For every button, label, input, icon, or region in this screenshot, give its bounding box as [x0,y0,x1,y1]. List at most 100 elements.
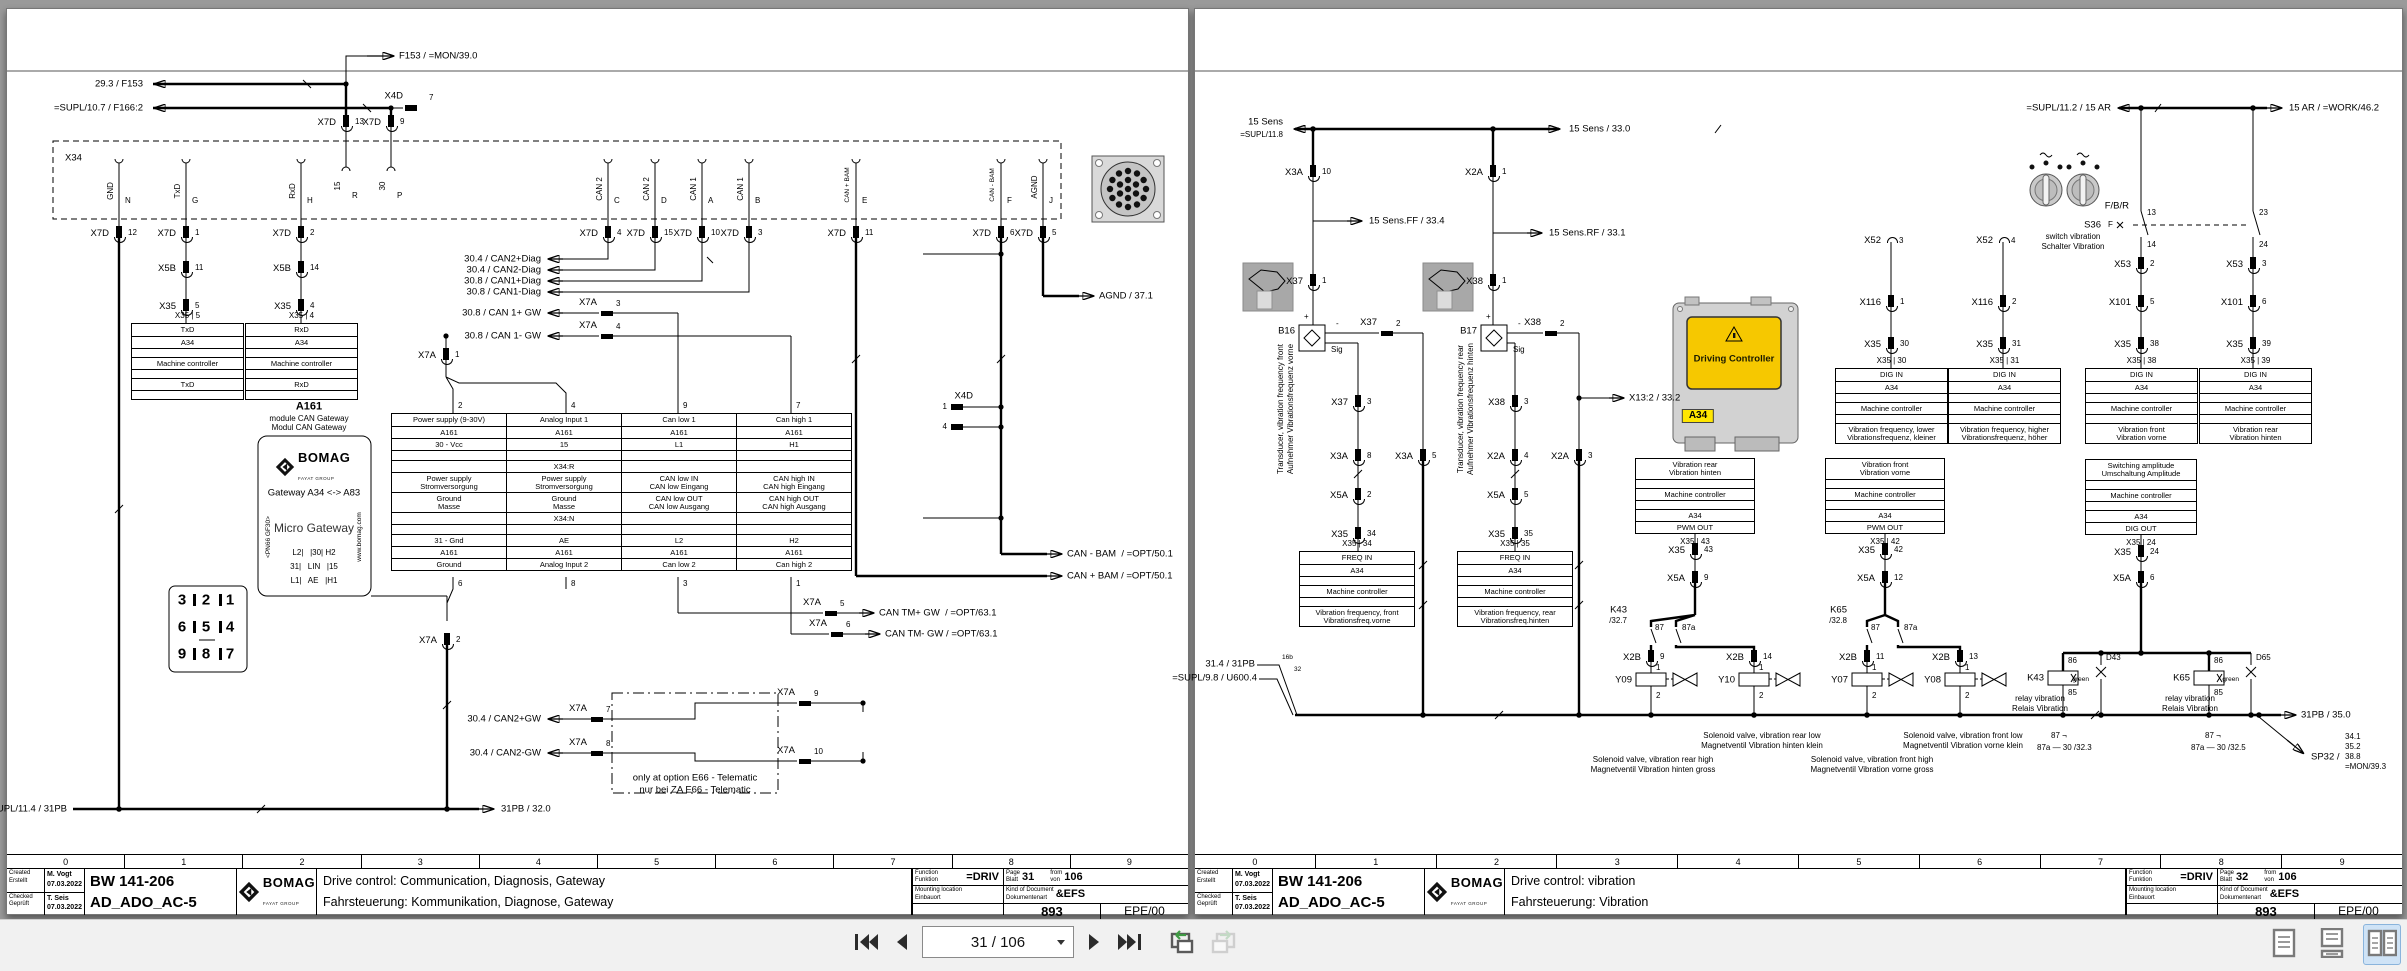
signal-table-header: X35 | 4 [288,311,315,320]
schematic-label: B16 [1278,325,1295,337]
signal-table-row [622,450,736,460]
single-page-icon [2272,928,2296,958]
signal-table-row: 15 [507,438,621,450]
schematic-label: A [708,196,714,205]
schematic-label: 23 [2259,208,2268,217]
pin-label: 4 [2011,236,2016,245]
single-page-layout-button[interactable] [2267,924,2301,965]
pin-symbol-icon [1545,331,1557,336]
signal-table-row [2200,414,2311,423]
schematic-label: Driving Controller [1693,353,1775,365]
pin-symbol-icon [601,334,613,339]
pin-label: X7D [90,228,109,239]
pin-label: X5B [158,263,176,274]
signal-table-row: L1 [622,438,736,450]
previous-page-button[interactable] [892,930,912,954]
schematic-label: 31| LIN |15 [290,562,338,571]
grid-column-number: 3 [1557,855,1679,868]
schematic-label: G [192,196,199,205]
schematic-label: CAN TM+ GW / =OPT/63.1 [879,607,997,619]
signal-table-row: X34:R [507,460,621,472]
pin-label: 2 [1560,319,1565,328]
pin-label: X37 [1360,317,1377,328]
signal-table-row: X34:N [507,512,621,524]
schematic-label: =SUPL/11.8 [1240,130,1283,139]
pin-label: X53 [2226,259,2243,270]
pin-label: 2 [456,635,461,644]
pin-label: 14 [310,263,319,272]
schematic-label: 15 Sens [1248,116,1283,128]
schematic-label: 30.8 / CAN1+Diag [464,275,541,287]
schematic-label: B [755,196,761,205]
schematic-label: 32 [1294,665,1302,673]
signal-table-row: A34 [1458,564,1572,576]
pin-symbol-icon [699,226,705,238]
pin-label: 8 [606,739,611,748]
pin-label: 10 [1322,167,1331,176]
schematic-label: 30.4 / CAN2+Diag [464,253,541,265]
schematic-label: Relais Vibration [2012,704,2068,713]
left-wires [7,9,1188,814]
pin-symbol-icon [998,226,1004,238]
signal-table-row [737,450,851,460]
schematic-label: 87a — 30 /32.5 [2191,743,2246,752]
continuous-layout-button[interactable] [2315,924,2349,965]
pin-label: X5A [1857,573,1875,584]
grid-column-number: 2 [243,855,362,868]
pin-label: X35 [1668,545,1685,556]
schematic-label: L1| AE |H1 [290,576,338,585]
schematic-label: S36 [2084,219,2101,231]
previous-view-button[interactable] [1164,927,1198,957]
schematic-label: 7 [429,93,434,102]
grid-column-number: 0 [7,855,126,868]
signal-table: Switching amplitude Umschaltung Amplitud… [2085,459,2197,547]
pin-symbol-icon [605,226,611,238]
pin-symbol-icon [298,299,304,311]
pin-label: X5A [1487,490,1505,501]
pin-label: X53 [2114,259,2131,270]
pin-label: X5B [273,263,291,274]
next-page-button[interactable] [1084,930,1104,954]
schematic-label: 86 [2068,656,2077,665]
pin-symbol-icon [443,348,449,360]
pin-label: 1 [1502,276,1507,285]
signal-table-row: FREQ IN [1499,553,1531,563]
pin-symbol-icon [601,311,613,316]
signal-table-row: Machine controller [132,357,243,369]
pin-label: 39 [2262,339,2271,348]
first-page-button[interactable] [852,930,882,954]
pin-symbol-icon [1957,650,1963,662]
next-view-button[interactable] [1208,927,1242,957]
signal-table-row: 30 - Vcc [392,438,506,450]
schematic-label: A34 [1681,409,1715,423]
schematic-label: /32.8 [1829,616,1847,625]
schematic-label: P [397,191,403,200]
pin-symbol-icon [1692,543,1698,555]
page-indicator[interactable]: 31 / 106 [922,926,1074,958]
grid-column-number: 9 [2339,857,2345,867]
pin-label: 1 [195,228,200,237]
pin-label: X101 [2220,297,2243,308]
schematic-label: F [2108,220,2113,229]
schematic-label: 85 [2214,688,2223,697]
pin-label: X52 [1864,235,1881,246]
signal-table-row: A161 [737,426,851,438]
pin-symbol-icon [799,701,811,706]
last-page-button[interactable] [1114,930,1144,954]
rotary-switch-icons [2029,152,2100,207]
page-dropdown-caret-icon[interactable] [1057,940,1065,945]
signal-table-row: Machine controller [2086,489,2196,501]
schematic-label: X4D [384,90,403,102]
signal-table-row: Machine controller [2200,402,2311,414]
pin-symbol-icon [1381,331,1393,336]
two-page-layout-button[interactable] [2363,924,2401,965]
pin-label: X3A [1330,451,1348,462]
